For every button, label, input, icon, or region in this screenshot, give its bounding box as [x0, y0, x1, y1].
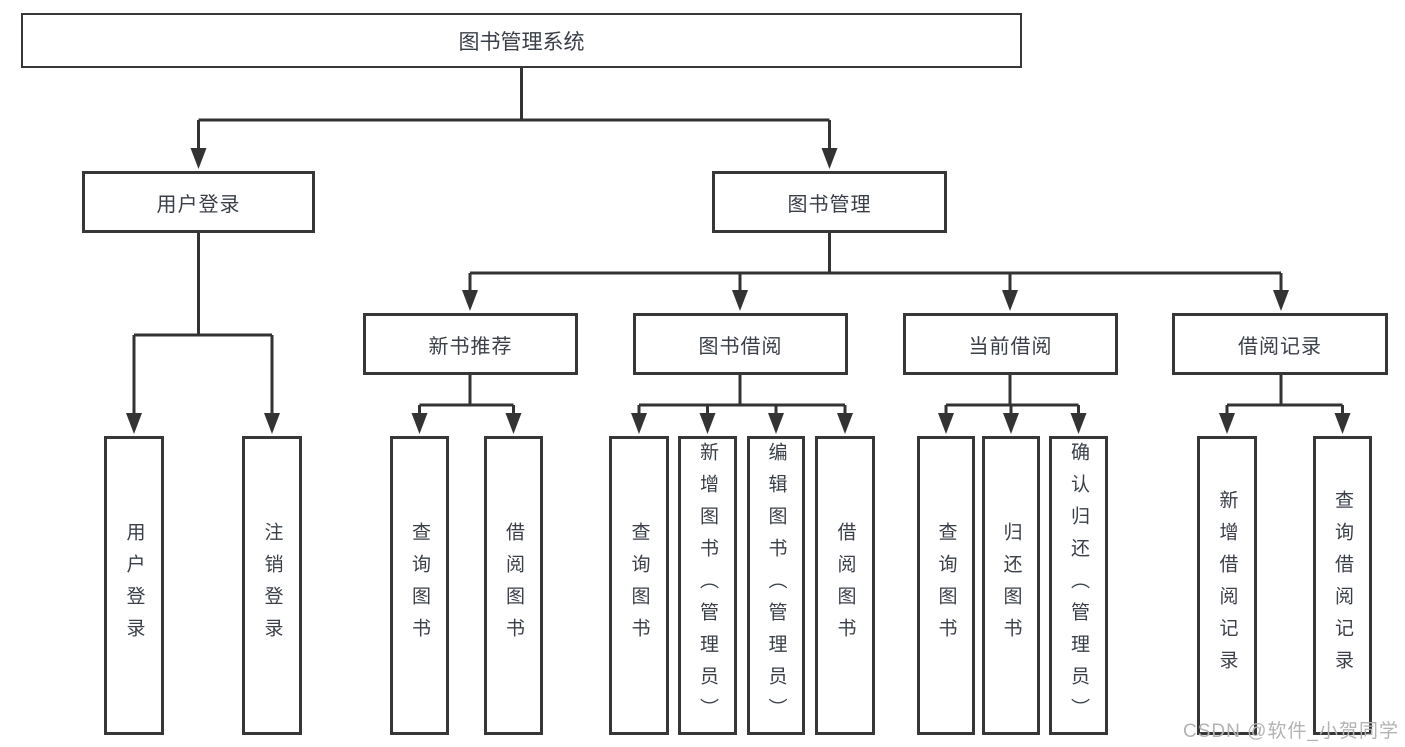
leaf-label: 归还图书 [1000, 521, 1022, 650]
leaf-logout: 注销登录 [242, 436, 302, 735]
leaf-label: 确认归还（管理员） [1068, 441, 1089, 730]
leaf-borrowing-edit-books-admin: 编辑图书（管理员） [747, 436, 805, 735]
csdn-watermark: CSDN @软件_小贺同学 [1183, 721, 1399, 742]
node-book-management: 图书管理 [712, 171, 947, 233]
leaf-label: 新增借阅记录 [1216, 489, 1238, 682]
leaf-label: 借阅图书 [503, 521, 524, 650]
leaf-current-return-books: 归还图书 [982, 436, 1040, 735]
leaf-label: 新增图书（管理员） [697, 441, 718, 730]
leaf-records-add-record: 新增借阅记录 [1197, 436, 1257, 735]
leaf-new-books-borrow-books: 借阅图书 [484, 436, 543, 735]
node-label: 图书借阅 [698, 335, 783, 358]
leaf-label: 查询图书 [409, 521, 430, 650]
node-library-management-system: 图书管理系统 [21, 13, 1022, 68]
node-label: 图书管理系统 [458, 30, 585, 54]
node-label: 图书管理 [787, 193, 872, 216]
leaf-label: 查询图书 [935, 521, 957, 650]
node-label: 新书推荐 [428, 335, 513, 358]
leaf-label: 注销登录 [261, 521, 283, 650]
node-book-borrowing: 图书借阅 [633, 313, 848, 375]
leaf-user-login: 用户登录 [104, 436, 164, 735]
node-new-book-recommend: 新书推荐 [363, 313, 578, 375]
node-borrowing-records: 借阅记录 [1172, 313, 1388, 375]
leaf-label: 用户登录 [123, 521, 145, 650]
leaf-borrowing-query-books: 查询图书 [609, 436, 669, 735]
leaf-label: 借阅图书 [834, 521, 856, 650]
leaf-borrowing-borrow-books: 借阅图书 [815, 436, 875, 735]
leaf-new-books-query-books: 查询图书 [390, 436, 449, 735]
leaf-label: 编辑图书（管理员） [765, 441, 787, 730]
leaf-borrowing-add-books-admin: 新增图书（管理员） [678, 436, 737, 735]
leaf-current-query-books: 查询图书 [917, 436, 975, 735]
leaf-label: 查询图书 [628, 521, 650, 650]
node-user-login: 用户登录 [82, 171, 315, 233]
node-current-borrowing: 当前借阅 [903, 313, 1118, 375]
node-label: 用户登录 [156, 193, 241, 216]
leaf-current-confirm-return-admin: 确认归还（管理员） [1049, 436, 1108, 735]
node-label: 借阅记录 [1238, 335, 1322, 358]
leaf-records-query-record: 查询借阅记录 [1313, 436, 1372, 735]
node-label: 当前借阅 [968, 335, 1053, 358]
leaf-label: 查询借阅记录 [1332, 489, 1353, 682]
